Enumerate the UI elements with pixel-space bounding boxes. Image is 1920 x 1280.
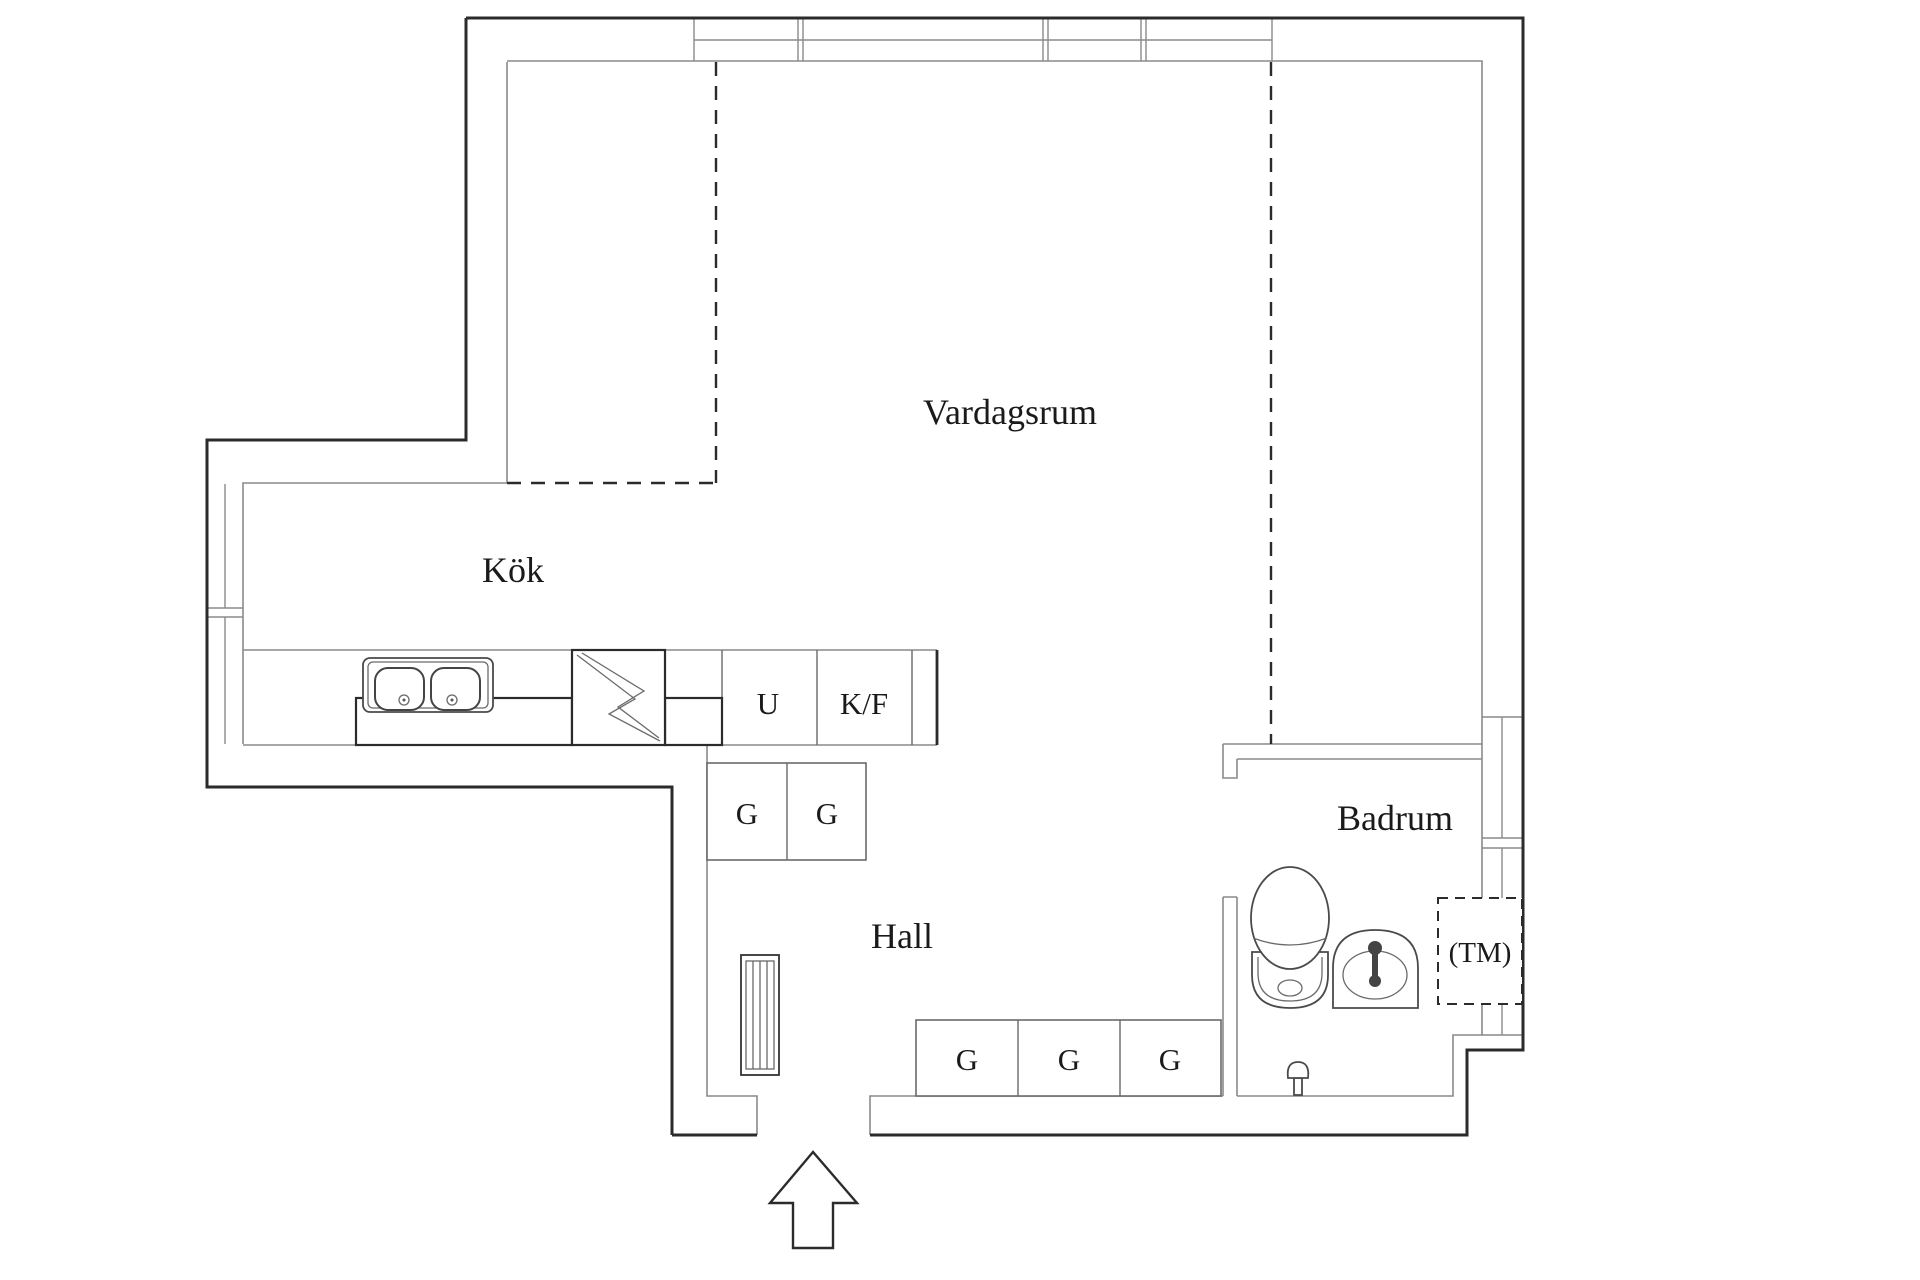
room-label-hall: Hall: [871, 916, 933, 956]
kitchen-counter: [243, 648, 939, 747]
room-label-bathroom: Badrum: [1337, 798, 1453, 838]
label-kitchen-cabinet-2: G: [816, 796, 838, 831]
hall-cabinet-dividers: [1017, 1020, 1121, 1096]
labels: Vardagsrum Kök Hall Badrum U K/F G G G G…: [482, 392, 1511, 1077]
toilet-icon: [1250, 866, 1330, 1009]
kitchen-sink-icon: [362, 657, 494, 713]
bathroom-top-wall: [1222, 743, 1482, 779]
room-label-kitchen: Kök: [482, 550, 544, 590]
label-oven: U: [757, 686, 779, 721]
entrance-arrow-icon: [767, 1150, 860, 1250]
sink-drain-right-dot: [450, 698, 454, 702]
inner-face-hall-floor-right: [869, 1095, 1223, 1135]
floor-valve-icon: [1286, 1061, 1310, 1096]
toilet-flush: [1277, 979, 1303, 997]
kitchen-sink-rim: [367, 661, 489, 709]
faucet-spout-dot: [1369, 975, 1381, 987]
valve-cap: [1286, 1061, 1310, 1079]
stove-box: [570, 648, 667, 747]
inner-face-top-right: [507, 60, 1483, 1097]
dashed-lines: [507, 62, 1273, 744]
bathroom-sink-icon: [1332, 929, 1419, 1009]
radiator-fins: [752, 961, 768, 1069]
top-window: [693, 18, 1273, 61]
outer-wall-outline: [205, 16, 1525, 1137]
stove-lightning-icon: [576, 652, 661, 742]
washing-machine-box: [1437, 897, 1523, 1005]
washing-machine-reservation: [1437, 897, 1523, 1005]
room-label-living: Vardagsrum: [923, 392, 1097, 432]
counter-small-box: [663, 696, 724, 747]
faucet-base-dot: [1368, 941, 1382, 955]
sink-bowl-right: [430, 667, 481, 711]
sink-drain-left-dot: [402, 698, 406, 702]
left-window: [207, 484, 243, 744]
windows: [207, 18, 1523, 1036]
toilet-tank: [1250, 866, 1330, 970]
label-washing-machine: (TM): [1449, 937, 1512, 969]
label-hall-cabinet-3: G: [1159, 1042, 1181, 1077]
label-hall-cabinet-1: G: [956, 1042, 978, 1077]
hall-cabinet-box: [915, 1019, 1222, 1097]
toilet-tank-line: [1252, 937, 1328, 946]
toilet-seat-inner: [1257, 957, 1323, 1002]
kitchen-cabinets: [706, 762, 867, 861]
radiator-icon: [740, 954, 780, 1076]
sink-drain-left: [398, 694, 410, 706]
inner-face-hall-left: [706, 745, 758, 1135]
label-hall-cabinet-2: G: [1058, 1042, 1080, 1077]
faucet-stem: [1372, 950, 1378, 978]
hall-cabinets: [915, 1019, 1222, 1097]
inner-face-left-step: [242, 62, 508, 744]
sink-drain-right: [446, 694, 458, 706]
bathroom-partition-wall: [1222, 896, 1238, 1096]
sink-bowl-left: [374, 667, 425, 711]
label-fridge-freezer: K/F: [840, 686, 888, 721]
valve-stem: [1293, 1077, 1303, 1096]
label-kitchen-cabinet-1: G: [736, 796, 758, 831]
